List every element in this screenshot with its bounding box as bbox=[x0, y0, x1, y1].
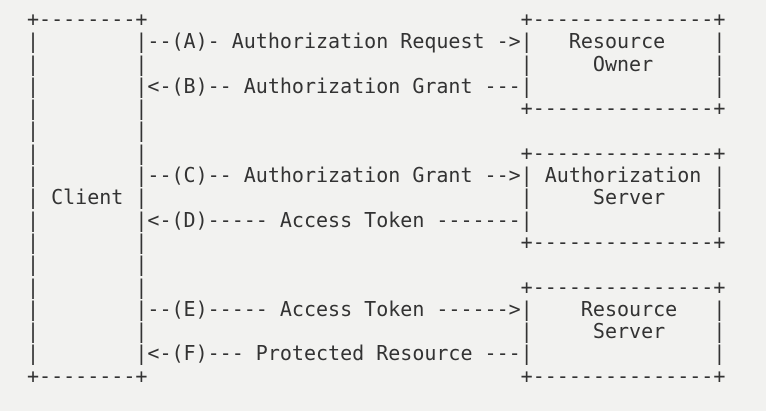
ascii-line-step-f-protected-resource: | |<-(F)--- Protected Resource ---| | bbox=[27, 341, 726, 366]
ascii-line-client-box-side-2: | | bbox=[27, 252, 148, 277]
ascii-line-step-a-authorization-request: | |--(A)- Authorization Request ->| Reso… bbox=[27, 29, 726, 54]
oauth-flow-ascii-diagram: +--------+ +---------------+ | |--(A)- A… bbox=[27, 8, 725, 387]
ascii-line-resource-owner-label: | | | Owner | bbox=[27, 51, 726, 76]
ascii-line-client-box-side: | | bbox=[27, 118, 148, 143]
ascii-line-authorization-server-top-border: | | +---------------+ bbox=[27, 140, 726, 165]
ascii-line-bottom-borders: +--------+ +---------------+ bbox=[27, 363, 726, 388]
ascii-line-resource-server-label: | | | Server | bbox=[27, 319, 726, 344]
ascii-line-step-e-access-token: | |--(E)----- Access Token ------>| Reso… bbox=[27, 296, 726, 321]
ascii-line-step-b-authorization-grant: | |<-(B)-- Authorization Grant ---| | bbox=[27, 73, 726, 98]
ascii-line-step-c-authorization-grant: | |--(C)-- Authorization Grant -->| Auth… bbox=[27, 163, 726, 188]
ascii-line-resource-owner-bottom-border: | | +---------------+ bbox=[27, 96, 726, 121]
ascii-line-client-label: | Client | | Server | bbox=[27, 185, 726, 210]
ascii-line-authorization-server-bottom-border: | | +---------------+ bbox=[27, 229, 726, 254]
ascii-line-resource-server-top-border: | | +---------------+ bbox=[27, 274, 726, 299]
ascii-line-top-borders: +--------+ +---------------+ bbox=[27, 7, 726, 31]
ascii-line-step-d-access-token: | |<-(D)----- Access Token -------| | bbox=[27, 207, 726, 232]
